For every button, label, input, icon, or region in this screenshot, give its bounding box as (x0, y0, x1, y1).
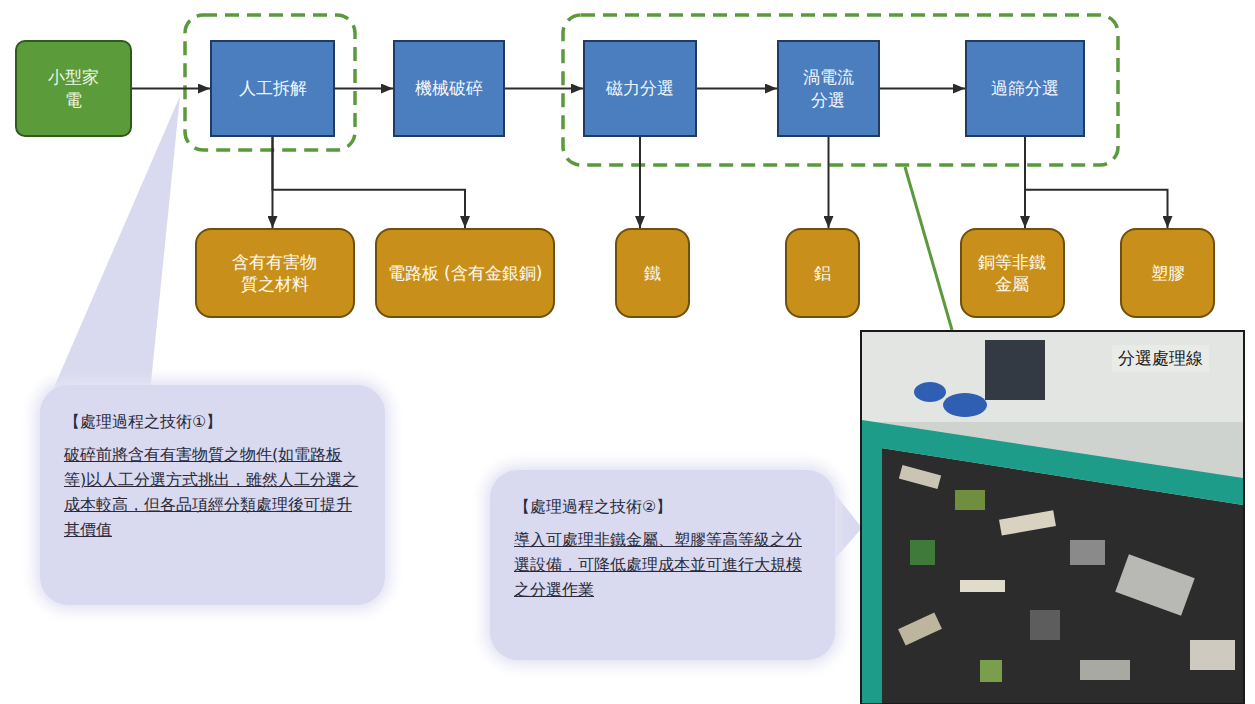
flow-arrow (1025, 137, 1168, 228)
process-box: 磁力分選 (583, 40, 697, 137)
photo-wall (862, 332, 1243, 422)
node-label: 塑膠 (1151, 262, 1185, 284)
process-box: 機械破碎 (393, 40, 505, 137)
output-box: 含有有害物質之材料 (195, 228, 355, 318)
process-box: 過篩分選 (965, 40, 1085, 137)
debris (1030, 610, 1060, 640)
flow-arrow (828, 137, 830, 228)
debris (1190, 640, 1235, 670)
debris (1115, 554, 1194, 616)
process-box: 渦電流分選 (777, 40, 880, 137)
debris (980, 660, 1002, 682)
debris (1080, 660, 1130, 680)
debris (1070, 540, 1105, 565)
debris (955, 490, 985, 510)
debris (960, 580, 1005, 592)
flow-arrow (505, 88, 583, 90)
callout-heading: 【處理過程之技術①】 (64, 411, 361, 433)
photo (861, 331, 1244, 704)
callout-tail (52, 96, 180, 392)
node-label: 鋁 (814, 262, 831, 284)
node-label: 電路板 (含有金銀銅) (388, 262, 543, 284)
flow-arrow (273, 137, 466, 228)
node-label: 磁力分選 (606, 77, 674, 99)
debris (899, 465, 941, 489)
leader-line (905, 167, 952, 330)
flow-arrow (639, 137, 641, 228)
callout-bubble: 【處理過程之技術②】導入可處理非鐵金屬、塑膠等高等級之分選設備，可降低處理成本並… (490, 470, 835, 660)
node-label: 機械破碎 (415, 77, 483, 99)
flow-arrow (697, 88, 777, 90)
process-box: 人工拆解 (210, 40, 335, 137)
output-box: 電路板 (含有金銀銅) (375, 228, 555, 318)
photo-glove (943, 393, 987, 417)
node-label: 銅等非鐵金屬 (977, 251, 1048, 295)
node-label: 人工拆解 (239, 77, 307, 99)
output-box: 銅等非鐵金屬 (960, 228, 1065, 318)
node-label: 含有有害物質之材料 (231, 251, 319, 295)
debris (999, 510, 1056, 535)
flow-arrow (880, 88, 965, 90)
node-label: 過篩分選 (991, 77, 1059, 99)
photo-debris (898, 465, 1235, 682)
photo-caption: 分選處理線 (1112, 345, 1209, 372)
node-label: 渦電流分選 (801, 66, 855, 110)
photo-worker (985, 340, 1045, 400)
flow-arrow (132, 88, 210, 90)
group-outline (185, 15, 355, 150)
photo-frame (861, 331, 1244, 704)
output-box: 鐵 (615, 228, 690, 318)
photo-glove (914, 382, 946, 402)
debris (898, 612, 942, 645)
source-box: 小型家電 (15, 40, 132, 137)
node-label: 鐵 (644, 262, 661, 284)
callout-heading: 【處理過程之技術②】 (514, 496, 811, 518)
output-box: 鋁 (785, 228, 860, 318)
callout-body: 破碎前將含有有害物質之物件(如電路板等)以人工分選方式挑出，雖然人工分選之成本較… (64, 443, 361, 542)
callout-tail (832, 490, 862, 562)
output-box: 塑膠 (1120, 228, 1215, 318)
node-label: 小型家電 (46, 66, 100, 110)
flow-arrow (335, 88, 393, 90)
photo-rail (862, 440, 882, 703)
photo-rail (862, 420, 1243, 505)
callout-body: 導入可處理非鐵金屬、塑膠等高等級之分選設備，可降低處理成本並可進行大規模之分選作… (514, 528, 811, 602)
callout-bubble: 【處理過程之技術①】破碎前將含有有害物質之物件(如電路板等)以人工分選方式挑出，… (40, 385, 385, 605)
group-outline (563, 15, 1118, 165)
debris (910, 540, 935, 565)
